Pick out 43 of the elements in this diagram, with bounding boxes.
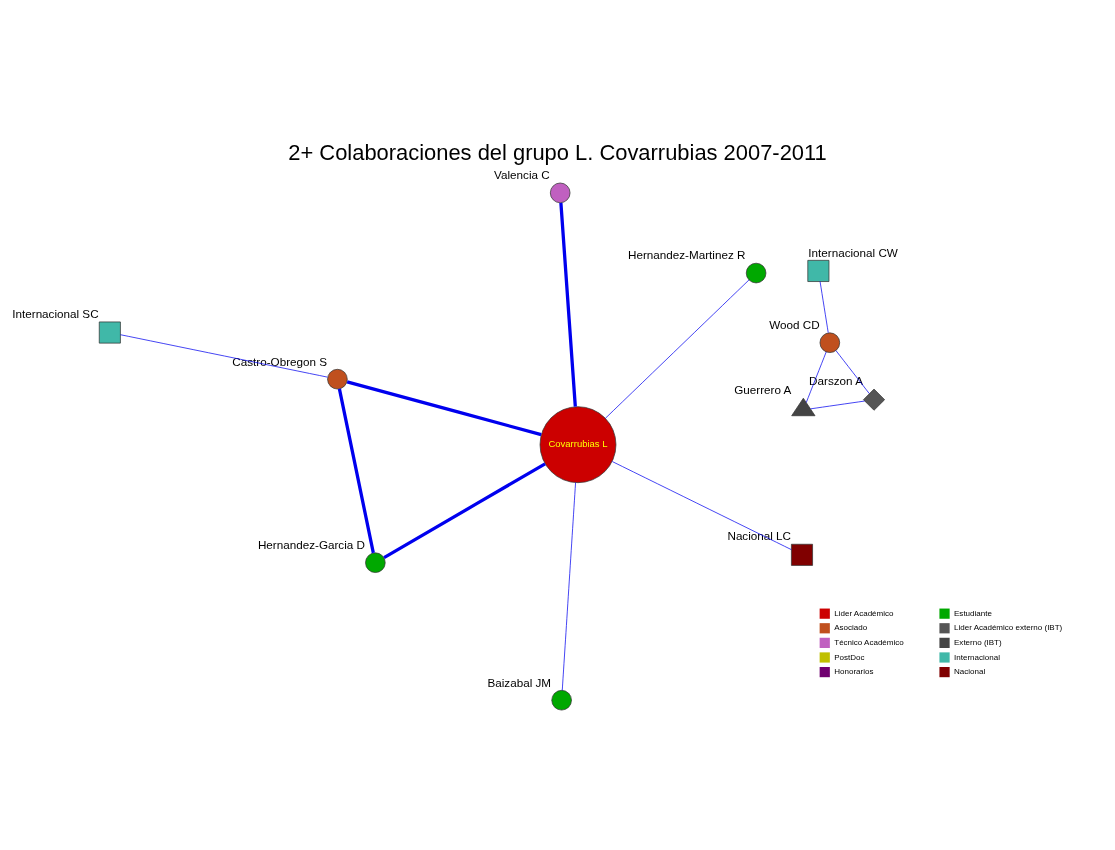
legend-label: Honorarios (834, 667, 874, 677)
node-circle: Covarrubias L (539, 406, 617, 484)
legend-label: Nacional (954, 667, 986, 677)
node-label: Wood CD (769, 318, 820, 332)
node-label: Hernandez-Martinez R (628, 248, 746, 262)
connector (561, 482, 576, 691)
diagram-title: 2+ Colaboraciones del grupo L. Covarrubias 2007-2011 (288, 140, 827, 166)
connector (810, 400, 866, 410)
connector (835, 350, 870, 394)
legend-label: PostDoc (834, 652, 865, 662)
node-circle (549, 182, 571, 204)
node-label: Baizabal JM (487, 675, 552, 689)
legend-label: Lider Académico (834, 608, 894, 618)
connector (346, 380, 542, 437)
connector (559, 202, 577, 407)
connector (805, 351, 827, 403)
node-circle (327, 368, 348, 390)
node-label: Guerrero A (734, 383, 792, 397)
connector (383, 462, 546, 560)
connector (819, 281, 829, 334)
connector (611, 461, 792, 550)
node-circle (365, 552, 386, 573)
node-circle (819, 332, 841, 353)
connector (337, 388, 375, 554)
node-label: Valencia C (494, 168, 550, 182)
node-circle (551, 690, 572, 711)
legend-label: Asociado (834, 623, 868, 633)
connector (605, 279, 750, 419)
legend-label: Técnico Académico (834, 637, 904, 647)
legend-label: Externo (IBT) (954, 637, 1002, 647)
node-diamond (863, 388, 885, 411)
node-label: Internacional SC (12, 307, 99, 321)
node-circle (745, 262, 767, 284)
legend-label: Lider Académico externo (IBT) (954, 623, 1063, 633)
legend-label: Estudiante (954, 608, 992, 618)
node-box (791, 543, 813, 566)
node-box (98, 321, 121, 344)
node-label: Internacional CW (808, 245, 898, 259)
node-label: Hernandez-Garcia D (257, 538, 365, 552)
connector (120, 334, 328, 378)
legend-label: Internacional (954, 652, 1000, 662)
node-box (807, 260, 830, 282)
node-label: Darszon A (809, 374, 863, 388)
